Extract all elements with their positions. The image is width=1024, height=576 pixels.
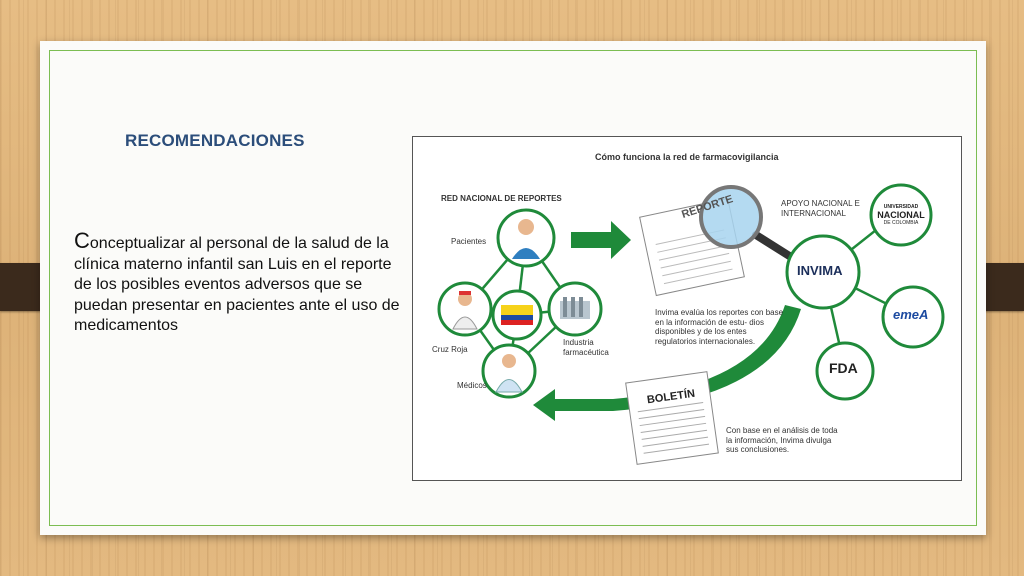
universidad-nacional-node [869,183,933,247]
magnifier-icon [699,185,795,261]
universidad-logo-line3: DE COLOMBIA [883,220,919,226]
slide-body-text: Conceptualizar al personal de la salud d… [74,228,409,337]
industria-node [547,281,603,337]
infographic-graphics [437,183,945,465]
colombia-flag-node [491,289,543,341]
invima-logo: INVIMA [797,263,843,278]
body-text-rest: onceptualizar al personal de la salud de… [74,235,400,334]
pacientes-label: Pacientes [451,237,487,246]
left-binder-tab [0,263,42,311]
medicos-label: Médicos [457,381,487,390]
cruz-roja-node [437,281,493,337]
network-label: RED NACIONAL DE REPORTES [441,194,562,203]
ema-logo: emeA [893,307,929,322]
pharmacovigilance-infographic: Cómo funciona la red de farmacovigilanci… [412,136,962,481]
infographic-title: Cómo funciona la red de farmacovigilanci… [595,152,779,162]
right-binder-tab [982,263,1024,311]
drop-cap: C [74,228,90,253]
slide-title: RECOMENDACIONES [125,131,305,150]
fda-node [815,341,875,401]
fda-logo: FDA [829,360,858,376]
boletin-description: Con base en el análisis de toda la infor… [726,426,838,454]
boletin-sheet [625,371,719,465]
medicos-node [481,343,537,399]
apoyo-label: APOYO NACIONAL E INTERNACIONAL [781,199,860,218]
invima-node [785,234,861,310]
industria-label: Industria farmacéutica [563,338,609,357]
ema-node [881,285,945,349]
universidad-logo-line2: NACIONAL [877,210,925,220]
forward-arrow [571,221,631,259]
cruz-roja-label: Cruz Roja [432,345,468,354]
universidad-logo-line1: UNIVERSIDAD [883,204,919,210]
invima-description: Invima evalúa los reportes con base en l… [655,308,784,346]
pacientes-node [496,208,556,268]
slide-frame [49,50,977,526]
